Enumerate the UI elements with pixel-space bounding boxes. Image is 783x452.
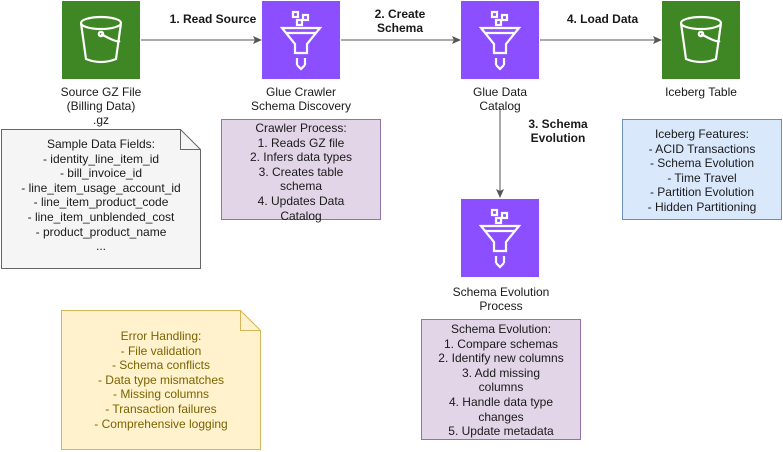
evolution-node-tile[interactable]	[461, 199, 539, 277]
source-node-label: Source GZ File (Billing Data) .gz	[60, 85, 142, 127]
catalog-node-tile[interactable]	[461, 1, 539, 79]
iceberg-node-tile[interactable]	[662, 1, 740, 79]
edge-label-load-data: 4. Load Data	[566, 12, 639, 26]
crawler-node-tile[interactable]	[262, 1, 340, 79]
s3-bucket-icon	[79, 15, 123, 64]
sample-fields-note-shape	[1, 129, 201, 269]
glue-funnel-icon	[279, 10, 323, 71]
crawler-process-box: Crawler Process: 1. Reads GZ file 2. Inf…	[221, 119, 381, 223]
s3-bucket-icon	[679, 15, 723, 64]
sample-fields-note: Sample Data Fields: - identity_line_item…	[21, 137, 181, 254]
error-handling-note-shape	[61, 310, 261, 450]
glue-funnel-icon	[478, 208, 522, 269]
glue-funnel-icon	[478, 10, 522, 71]
catalog-node-label: Glue Data Catalog	[472, 85, 528, 113]
schema-evolution-box: Schema Evolution: 1. Compare schemas 2. …	[421, 319, 581, 440]
iceberg-node-label: Iceberg Table	[665, 85, 737, 99]
source-node-tile[interactable]	[62, 1, 140, 79]
evolution-node-label: Schema Evolution Process	[452, 285, 550, 313]
error-handling-note: Error Handling: - File validation - Sche…	[94, 329, 228, 431]
crawler-node-label: Glue Crawler Schema Discovery	[250, 85, 352, 113]
edge-label-read-source: 1. Read Source	[169, 12, 257, 26]
iceberg-features-box: Iceberg Features: - ACID Transactions - …	[622, 119, 782, 220]
